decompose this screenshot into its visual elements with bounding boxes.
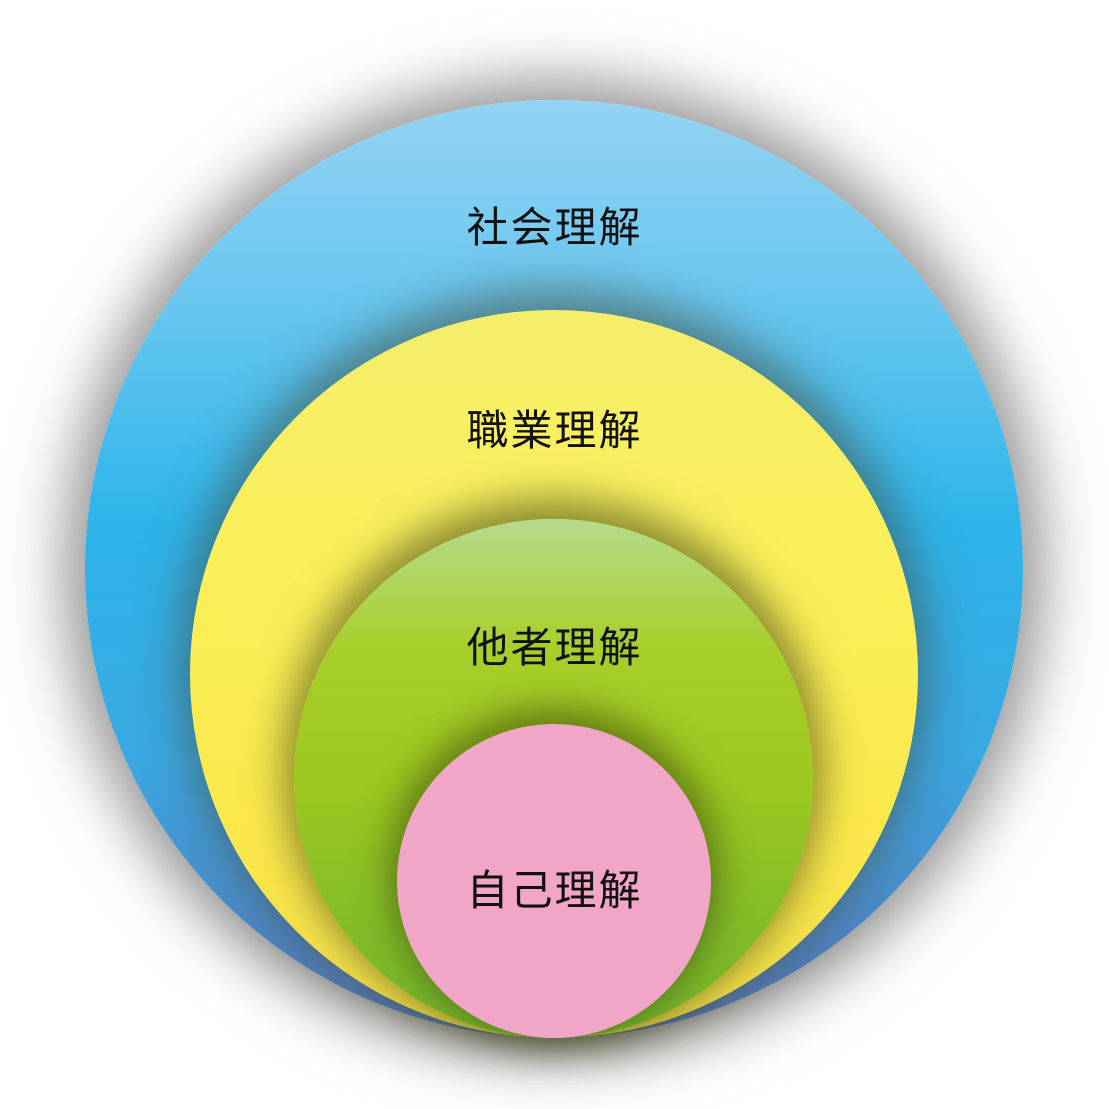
society-label: 社会理解 (466, 203, 643, 252)
self-label: 自己理解 (466, 866, 643, 915)
self-circle (397, 724, 711, 1038)
others-label: 他者理解 (466, 623, 643, 672)
work-label: 職業理解 (466, 406, 643, 455)
